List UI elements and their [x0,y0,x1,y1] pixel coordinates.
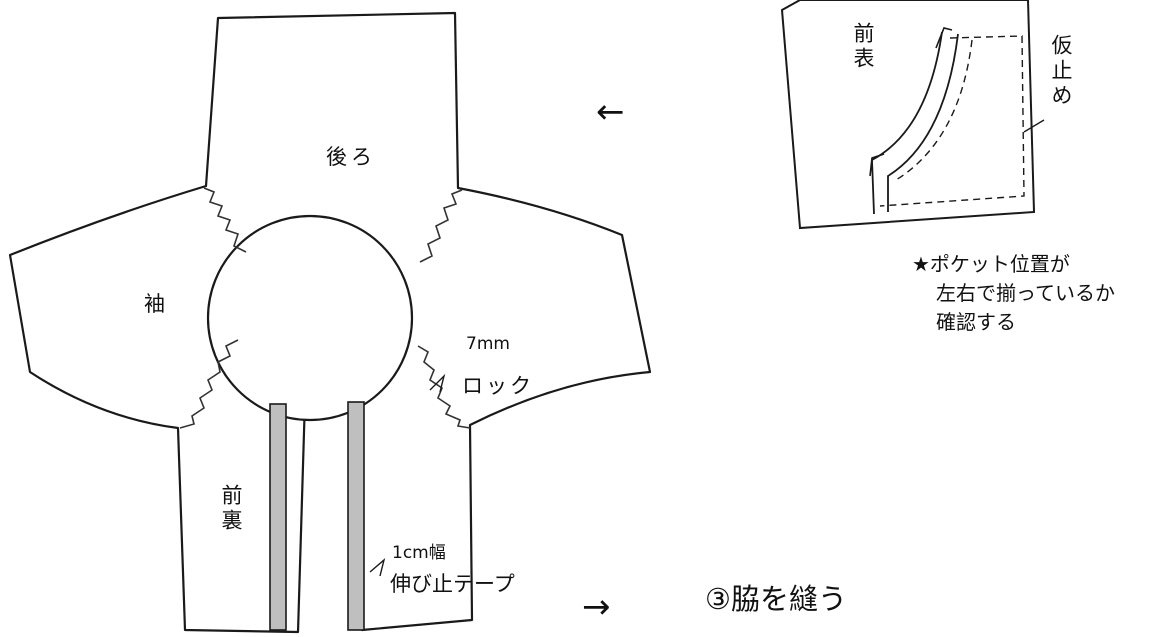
stitch-type-label: ロック [462,374,534,398]
sleeve-label: 袖 [144,292,165,316]
right-arrow-icon: → [582,587,611,627]
front-lining-label: 前裏 [219,484,243,534]
stitch-pointer-mark [429,373,446,393]
front-outer-panel [780,0,1036,230]
tape-pointer-mark [369,558,386,577]
left-arrow-icon: ← [596,92,625,132]
pocket-bag-dashed [879,35,1025,207]
stay-tape-left [269,403,287,631]
serged-seam-right-upper [419,189,463,263]
stay-tape-right [347,401,365,631]
serged-seam-right-lower [417,345,471,429]
step-title: ③脇を縫う [705,582,847,616]
pocket-note-line: ★ポケット位置が [912,252,1070,276]
front-outer-label: 前表 [851,22,875,72]
basting-label: 仮止め [1049,34,1073,109]
tape-name-label: 伸び止テープ [390,572,515,596]
serged-seam-left-upper [203,187,247,253]
neck-circle [206,214,414,422]
stitch-size-label: 7mm [466,334,510,354]
basting-leader [1023,119,1045,133]
tape-width-label: 1cm幅 [392,543,446,563]
back-panel-label: 後ろ [326,145,376,169]
pocket-note: ★ポケット位置が 左右で揃っているか 確認する [912,250,1115,337]
serged-seam-left-lower [179,339,239,429]
pocket-note-line: 左右で揃っているか [936,281,1115,305]
pocket-note-line: 確認する [936,310,1016,334]
pocket-facing [869,27,953,177]
